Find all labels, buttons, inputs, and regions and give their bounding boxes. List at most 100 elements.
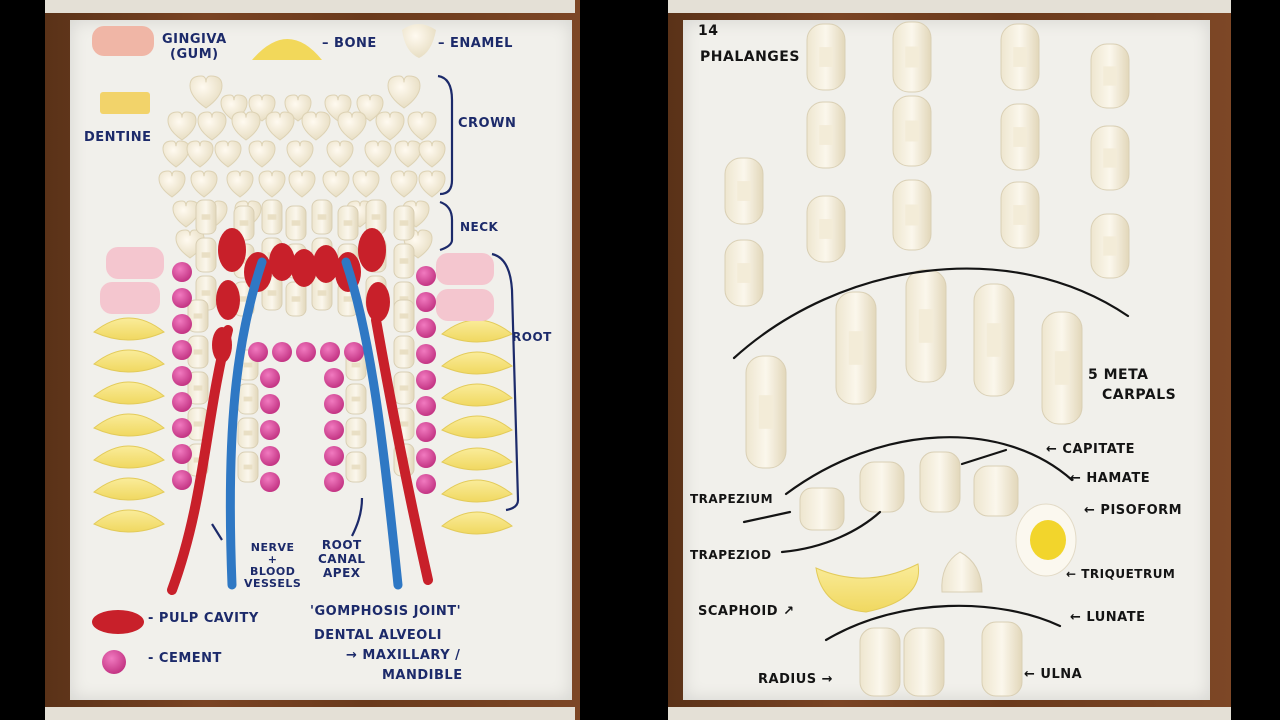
gomphosis-note-line1: 'GOMPHOSIS JOINT' xyxy=(310,604,462,619)
cement-sweet xyxy=(416,370,436,390)
dentine-sweet-waist xyxy=(343,296,353,302)
bone-sweet-waist xyxy=(737,181,751,201)
cement-sweet xyxy=(172,314,192,334)
pisoform-label: ← PISOFORM xyxy=(1084,503,1183,518)
dentine-sweet-waist xyxy=(243,464,253,470)
cement-sweet xyxy=(172,262,192,282)
cement-sweet xyxy=(172,444,192,464)
gomphosis-note-line3: → MAXILLARY / xyxy=(346,648,461,663)
root-canal-line2: CANAL xyxy=(318,552,366,566)
phalanges-label: PHALANGES xyxy=(700,49,800,65)
bone-sweet-waist xyxy=(905,46,919,68)
crown-label: CROWN xyxy=(458,116,517,131)
enamel-sweet xyxy=(189,75,223,109)
neck-label: NECK xyxy=(460,220,499,234)
bone-sweet-waist xyxy=(819,47,833,67)
bone-sweet-waist xyxy=(1054,351,1070,385)
enamel-sweet xyxy=(301,111,331,141)
capitate-label: ← CAPITATE xyxy=(1046,442,1136,457)
enamel-sweet xyxy=(186,140,214,168)
root-canal-line1: ROOT xyxy=(321,538,362,552)
bone-sweet xyxy=(93,445,165,469)
pulp-cavity-label: - PULP CAVITY xyxy=(148,611,259,626)
nerve-label-line4: VESSELS xyxy=(244,577,302,590)
gingiva-label-line2: (GUM) xyxy=(170,47,219,62)
dentine-sweet-waist xyxy=(201,290,211,296)
cement-sweet xyxy=(416,396,436,416)
enamel-sweet xyxy=(418,140,446,168)
dentine-sweet-waist xyxy=(243,430,253,436)
finger-bone-sweets xyxy=(724,21,1130,469)
dentine-sweet-waist xyxy=(399,258,409,264)
dentine-sweet-waist xyxy=(399,296,409,302)
enamel-sweet xyxy=(197,111,227,141)
dentine-sweet-waist xyxy=(399,421,409,427)
bone-sweet xyxy=(93,413,165,437)
legend-sweets xyxy=(92,24,436,674)
bone-sweet xyxy=(441,415,513,439)
metacarpals-label-line2: CARPALS xyxy=(1102,387,1177,403)
enamel-sweet xyxy=(288,170,316,198)
scaphoid-label: SCAPHOID ↗ xyxy=(698,604,795,619)
enamel-sweet xyxy=(286,140,314,168)
enamel-sweet xyxy=(387,75,421,109)
enamel-sweet xyxy=(190,170,218,198)
enamel-sweet xyxy=(337,111,367,141)
enamel-label: – ENAMEL xyxy=(438,36,513,51)
cement-sweet xyxy=(416,422,436,442)
cement-sweet xyxy=(172,418,192,438)
cement-sweet xyxy=(416,318,436,338)
dentine-sweet-waist xyxy=(291,220,301,226)
bone-sweet-waist xyxy=(819,219,833,239)
enamel-sweet xyxy=(258,170,286,198)
bone-sweet xyxy=(441,351,513,375)
enamel-sweet xyxy=(364,140,392,168)
gingiva-sweets xyxy=(100,247,494,321)
bone-sweet xyxy=(93,509,165,533)
bone-sweet xyxy=(93,381,165,405)
cement-sweet xyxy=(324,420,344,440)
dentine-label: DENTINE xyxy=(84,130,152,145)
bone-sweet xyxy=(441,479,513,503)
cement-sweet xyxy=(172,340,192,360)
bone-sweet-waist xyxy=(1013,47,1027,67)
trapezium-label: TRAPEZIUM xyxy=(690,492,774,506)
carpal-sweets xyxy=(799,451,1077,613)
bone-sweet-waist xyxy=(1013,127,1027,147)
cement-sweet xyxy=(260,472,280,492)
bone-sweet-waist xyxy=(986,323,1002,357)
dentine-sweet-waist xyxy=(399,385,409,391)
enamel-sweet xyxy=(167,111,197,141)
blood-vessel-and-nerve-strips xyxy=(167,257,433,595)
bone-sweet xyxy=(93,317,165,341)
cement-label: - CEMENT xyxy=(148,651,222,666)
dentine-sweet-waist xyxy=(351,396,361,402)
dentine-sweet-waist xyxy=(193,385,203,391)
enamel-sweet xyxy=(352,170,380,198)
root-canal-line3: APEX xyxy=(323,566,361,580)
left-top-strip xyxy=(45,0,575,13)
dentine-sweet-waist xyxy=(243,362,253,368)
cement-sweet xyxy=(324,446,344,466)
bone-sweet xyxy=(93,349,165,373)
enamel-sweet xyxy=(322,170,350,198)
dentine-sweet-waist xyxy=(351,464,361,470)
bone-sweet-waist xyxy=(918,309,934,343)
cement-sweet xyxy=(172,366,192,386)
enamel-sweet xyxy=(418,170,446,198)
bone-sweet-waist xyxy=(737,263,751,283)
forearm-bone-sweets xyxy=(859,621,1023,697)
enamel-sweet xyxy=(326,140,354,168)
dentine-sweet-waist xyxy=(317,290,327,296)
enamel-sweet xyxy=(231,111,261,141)
dentine-sweet-waist xyxy=(201,214,211,220)
enamel-label-text: ENAMEL xyxy=(450,36,513,51)
cement-sweet xyxy=(344,342,364,362)
nerve-vessels-label: NERVE + BLOOD VESSELS xyxy=(244,542,301,590)
dentine-sweet-waist xyxy=(351,362,361,368)
gomphosis-note-line2: DENTAL ALVEOLI xyxy=(314,628,442,643)
dentine-sweet-waist xyxy=(317,214,327,220)
dentine-sweet-waist xyxy=(239,296,249,302)
dentine-sweet-waist xyxy=(267,290,277,296)
